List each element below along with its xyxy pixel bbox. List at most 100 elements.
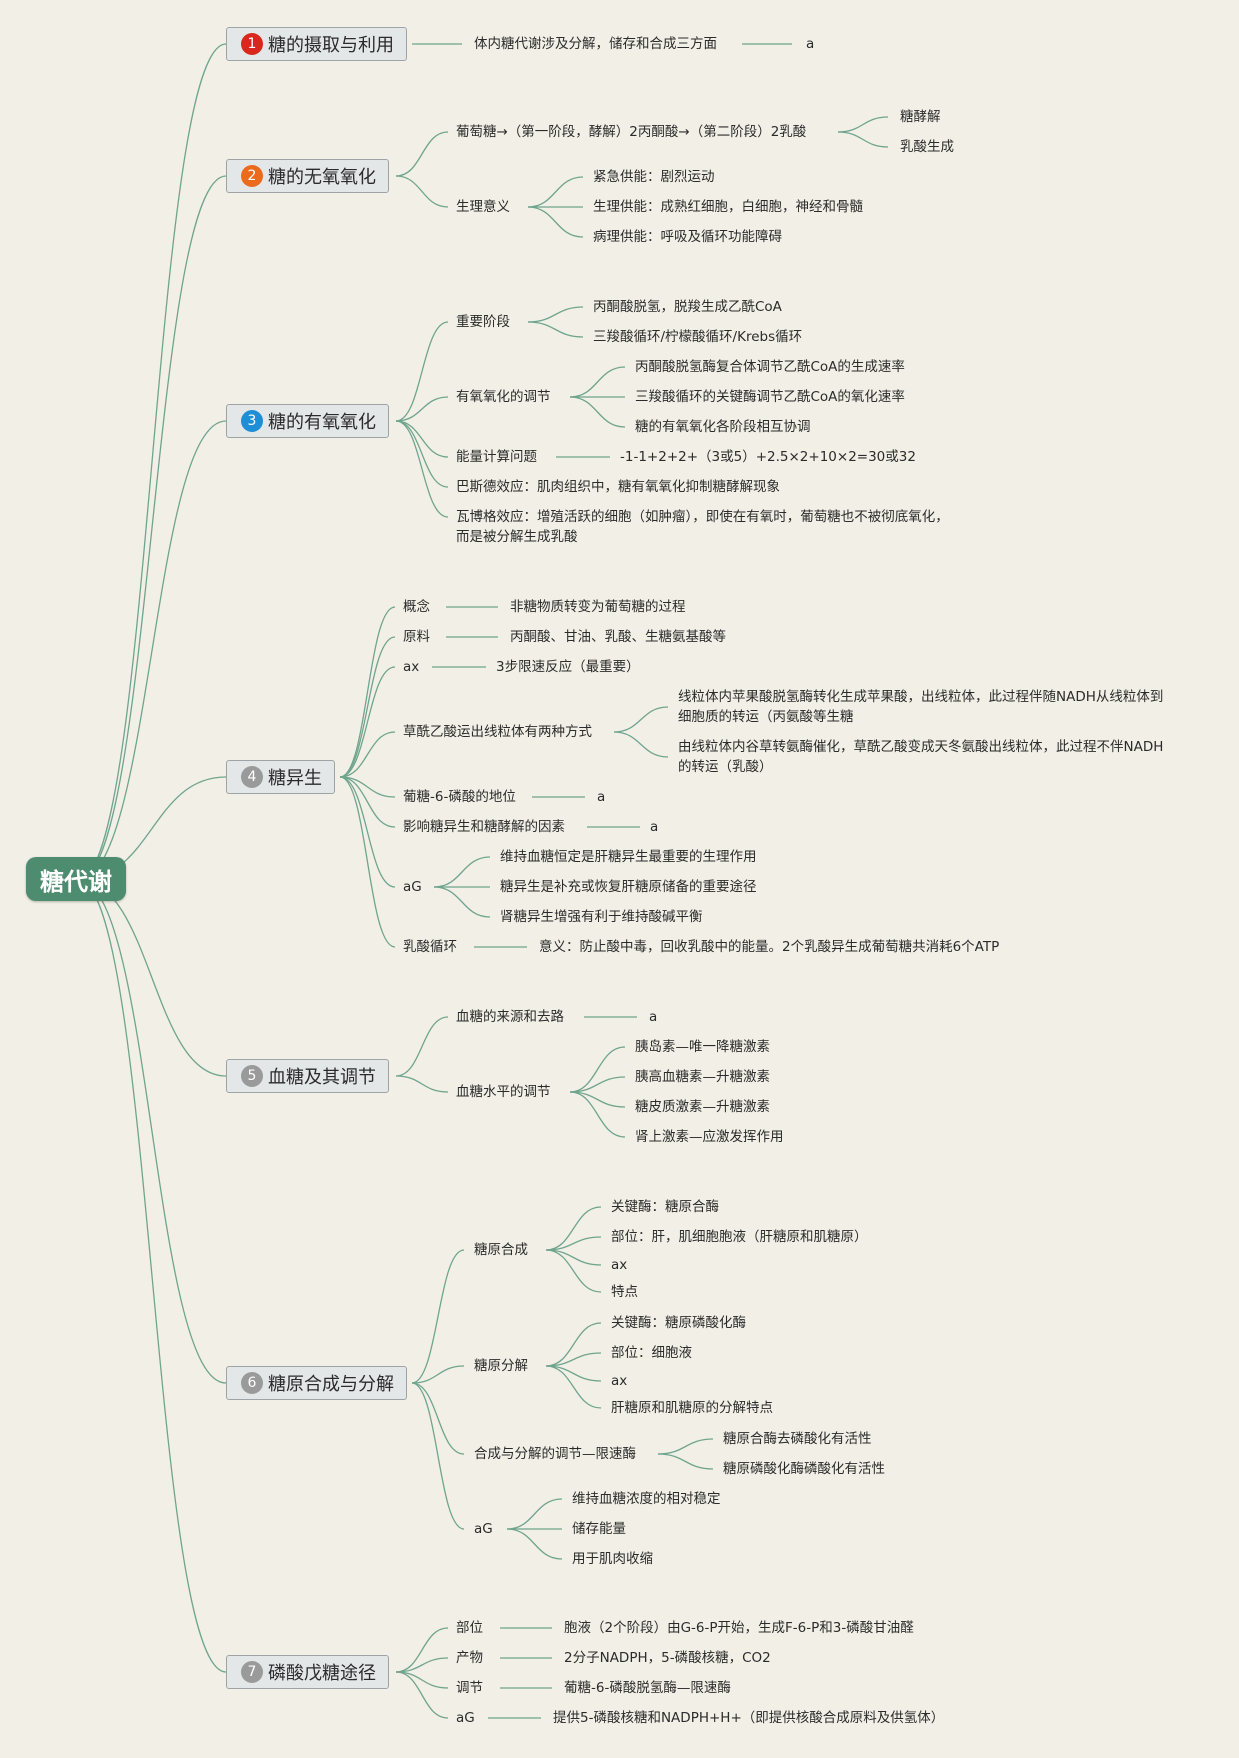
node[interactable]: 部位 bbox=[456, 1620, 483, 1636]
node[interactable]: 意义：防止酸中毒，回收乳酸中的能量。2个乳酸异生成葡萄糖共消耗6个ATP bbox=[539, 939, 1000, 955]
connector-line bbox=[527, 306, 584, 323]
node[interactable]: 非糖物质转变为葡萄糖的过程 bbox=[510, 599, 686, 615]
node[interactable]: 调节 bbox=[456, 1680, 483, 1696]
node[interactable]: 糖异生是补充或恢复肝糖原储备的重要途径 bbox=[500, 879, 757, 895]
branch-label: 糖的无氧氧化 bbox=[268, 167, 376, 188]
connector-line bbox=[339, 636, 396, 778]
connector-line bbox=[395, 1671, 449, 1719]
node[interactable]: a bbox=[650, 819, 659, 835]
node[interactable]: 草酰乙酸运出线粒体有两种方式 bbox=[403, 724, 592, 740]
node[interactable]: 能量计算问题 bbox=[456, 449, 537, 465]
node[interactable]: 肾上激素—应激发挥作用 bbox=[635, 1129, 784, 1145]
node[interactable]: 糖皮质激素—升糖激素 bbox=[635, 1099, 770, 1115]
node[interactable]: 维持血糖浓度的相对稳定 bbox=[572, 1491, 721, 1507]
node[interactable]: ax bbox=[403, 659, 420, 675]
node[interactable]: 糖酵解 bbox=[900, 109, 941, 125]
node[interactable]: a bbox=[597, 789, 606, 805]
node[interactable]: 肝糖原和肌糖原的分解特点 bbox=[611, 1400, 773, 1416]
connector-line bbox=[339, 776, 396, 888]
node[interactable]: 胞液（2个阶段）由G-6-P开始，生成F-6-P和3-磷酸甘油醛 bbox=[564, 1620, 914, 1636]
number-badge-icon: 7 bbox=[241, 1661, 263, 1683]
node[interactable]: 紧急供能：剧烈运动 bbox=[593, 169, 715, 185]
node[interactable]: aG bbox=[474, 1521, 493, 1537]
node[interactable]: 糖的有氧氧化各阶段相互协调 bbox=[635, 419, 811, 435]
node[interactable]: 胰岛素—唯一降糖激素 bbox=[635, 1039, 770, 1055]
node[interactable]: 储存能量 bbox=[572, 1521, 626, 1537]
connector-line bbox=[395, 1657, 449, 1673]
node[interactable]: 合成与分解的调节—限速酶 bbox=[474, 1446, 636, 1462]
node[interactable]: 关键酶：糖原合酶 bbox=[611, 1199, 719, 1215]
node[interactable]: 葡糖-6-磷酸的地位 bbox=[403, 789, 516, 805]
connector-line bbox=[395, 396, 449, 422]
node[interactable]: 三羧酸循环/柠檬酸循环/Krebs循环 bbox=[593, 329, 803, 345]
number-badge-icon: 6 bbox=[241, 1372, 263, 1394]
node[interactable]: 用于肌肉收缩 bbox=[572, 1551, 653, 1567]
node[interactable]: 血糖的来源和去路 bbox=[456, 1009, 564, 1025]
connector-line bbox=[569, 1091, 626, 1138]
node[interactable]: 提供5-磷酸核糖和NADPH+H+（即提供核酸合成原料及供氢体） bbox=[553, 1710, 945, 1726]
node[interactable]: 病理供能：呼吸及循环功能障碍 bbox=[593, 229, 782, 245]
connector-line bbox=[506, 1498, 563, 1530]
node[interactable]: 胰高血糖素—升糖激素 bbox=[635, 1069, 770, 1085]
connector-line bbox=[545, 1322, 602, 1367]
node[interactable]: 瓦博格效应：增殖活跃的细胞（如肿瘤），即使在有氧时，葡萄糖也不被彻底氧化，而是被… bbox=[456, 509, 949, 545]
node[interactable]: 关键酶：糖原磷酸化酶 bbox=[611, 1315, 746, 1331]
node[interactable]: 乳酸循环 bbox=[403, 939, 457, 955]
node[interactable]: 3步限速反应（最重要） bbox=[496, 659, 640, 675]
node[interactable]: 葡萄糖→（第一阶段，酵解）2丙酮酸→（第二阶段）2乳酸 bbox=[456, 124, 807, 140]
node[interactable]: 丙酮酸脱氢酶复合体调节乙酰CoA的生成速率 bbox=[635, 359, 905, 375]
node[interactable]: ax bbox=[611, 1373, 628, 1389]
node[interactable]: 丙酮酸脱氢，脱羧生成乙酰CoA bbox=[593, 299, 782, 315]
node[interactable]: 2分子NADPH，5-磷酸核糖，CO2 bbox=[564, 1650, 771, 1666]
root-node[interactable]: 糖代谢 bbox=[26, 857, 126, 901]
node[interactable]: a bbox=[806, 36, 815, 52]
connector-line bbox=[339, 666, 396, 778]
connector-line bbox=[569, 366, 626, 398]
node[interactable]: aG bbox=[403, 879, 422, 895]
node[interactable]: 糖原合酶去磷酸化有活性 bbox=[723, 1431, 872, 1447]
node[interactable]: 由线粒体内谷草转氨酶催化，草酰乙酸变成天冬氨酸出线粒体，此过程不伴NADH的转运… bbox=[678, 739, 1164, 775]
node[interactable]: 有氧氧化的调节 bbox=[456, 389, 551, 405]
node[interactable]: 葡糖-6-磷酸脱氢酶—限速酶 bbox=[564, 1680, 731, 1696]
number-badge-icon: 4 bbox=[241, 766, 263, 788]
node[interactable]: 部位：细胞液 bbox=[611, 1345, 692, 1361]
node[interactable]: 巴斯德效应：肌肉组织中，糖有氧氧化抑制糖酵解现象 bbox=[456, 479, 780, 495]
node[interactable]: -1-1+2+2+（3或5）+2.5×2+10×2=30或32 bbox=[620, 449, 916, 465]
node[interactable]: 糖原磷酸化酶磷酸化有活性 bbox=[723, 1461, 885, 1477]
node[interactable]: 原料 bbox=[403, 629, 430, 645]
connector-line bbox=[395, 321, 449, 422]
node[interactable]: 血糖水平的调节 bbox=[456, 1084, 551, 1100]
node[interactable]: 重要阶段 bbox=[456, 314, 510, 330]
node[interactable]: 糖原合成 bbox=[474, 1242, 528, 1258]
node[interactable]: 概念 bbox=[403, 599, 430, 615]
node[interactable]: 维持血糖恒定是肝糖异生最重要的生理作用 bbox=[500, 849, 757, 865]
connector-line bbox=[395, 175, 449, 208]
node[interactable]: 三羧酸循环的关键酶调节乙酰CoA的氧化速率 bbox=[635, 389, 905, 405]
node[interactable]: 体内糖代谢涉及分解，储存和合成三方面 bbox=[474, 36, 717, 52]
node[interactable]: aG bbox=[456, 1710, 475, 1726]
connector-line bbox=[569, 1076, 626, 1093]
branch-label: 磷酸戊糖途径 bbox=[268, 1663, 376, 1684]
number-badge-icon: 3 bbox=[241, 410, 263, 432]
node[interactable]: 产物 bbox=[456, 1650, 483, 1666]
node[interactable]: 部位：肝，肌细胞胞液（肝糖原和肌糖原） bbox=[611, 1229, 868, 1245]
node[interactable]: 生理供能：成熟红细胞，白细胞，神经和骨髓 bbox=[593, 199, 863, 215]
node[interactable]: 特点 bbox=[611, 1284, 638, 1300]
node[interactable]: 影响糖异生和糖酵解的因素 bbox=[403, 819, 565, 835]
node[interactable]: 线粒体内苹果酸脱氢酶转化生成苹果酸，出线粒体，此过程伴随NADH从线粒体到细胞质… bbox=[678, 689, 1164, 725]
node[interactable]: 乳酸生成 bbox=[900, 139, 954, 155]
connector-line bbox=[613, 731, 669, 758]
node[interactable]: ax bbox=[611, 1257, 628, 1273]
node[interactable]: 糖原分解 bbox=[474, 1358, 528, 1374]
node[interactable]: a bbox=[649, 1009, 658, 1025]
node[interactable]: 丙酮酸、甘油、乳酸、生糖氨基酸等 bbox=[510, 629, 726, 645]
node[interactable]: 肾糖异生增强有利于维持酸碱平衡 bbox=[500, 909, 703, 925]
node[interactable]: 生理意义 bbox=[456, 199, 510, 215]
